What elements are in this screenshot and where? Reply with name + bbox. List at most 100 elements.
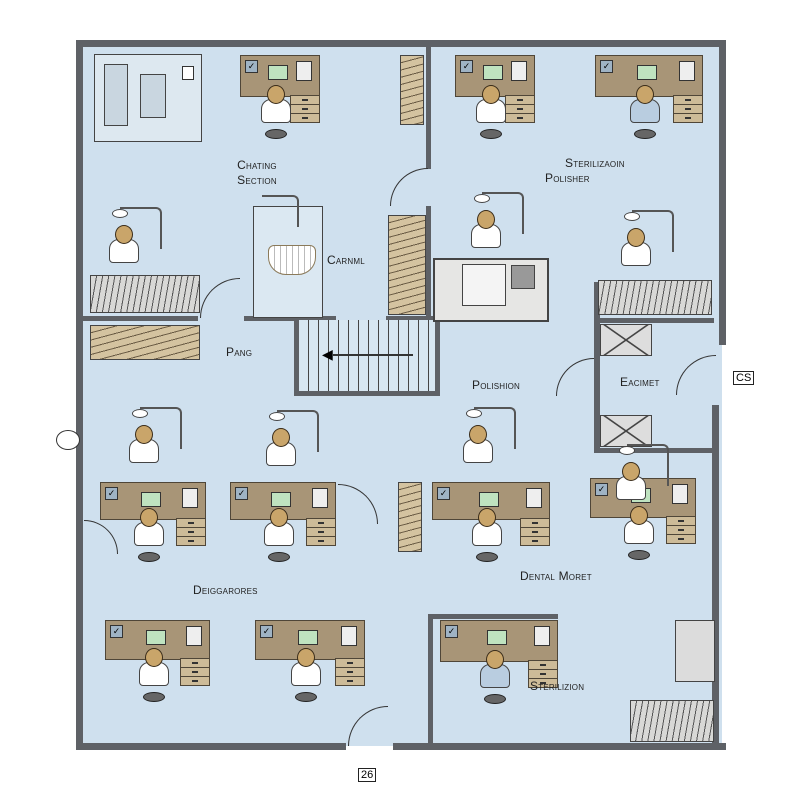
drawer-unit (520, 518, 550, 546)
checklist-icon: ✓ (595, 483, 608, 496)
technician-facing (265, 428, 296, 470)
equipment-icon (526, 488, 542, 508)
lamp-head-icon (466, 409, 482, 418)
lamp-arm-icon (120, 207, 162, 249)
monitor-icon (487, 630, 507, 645)
monitor-icon (479, 492, 499, 507)
wall-center-vertical (426, 44, 431, 169)
wall-mid-horizontal (244, 316, 336, 321)
storage-crate (600, 324, 652, 356)
checklist-icon: ✓ (245, 60, 258, 73)
label-deiggarores: Deiggarores (193, 583, 258, 597)
drawer (674, 105, 702, 114)
checklist-icon: ✓ (235, 487, 248, 500)
drawer (667, 535, 695, 544)
label-sterilizaoin: Sterilizaoin (565, 156, 625, 170)
drawer (336, 677, 364, 686)
stair-arrow-icon: ◀ (322, 346, 413, 363)
checklist-icon: ✓ (437, 487, 450, 500)
equipment-icon (312, 488, 328, 508)
label-chating-section: Chating Section (237, 158, 277, 187)
lamp-arm-icon (482, 192, 524, 234)
cabinet-mid (398, 482, 422, 552)
wall-bottom-room-left (428, 614, 433, 746)
drawer (336, 668, 364, 677)
lamp-arm-icon (627, 444, 669, 486)
wall-right-horizontal (594, 448, 714, 453)
drawer (506, 105, 534, 114)
drawer (181, 668, 209, 677)
head (270, 508, 288, 527)
drawer-unit (306, 518, 336, 546)
picture-frame-icon (182, 66, 194, 80)
label-pang: Pang (226, 345, 253, 359)
stool (476, 552, 498, 562)
lamp-arm-icon (474, 407, 516, 449)
monitor-icon (483, 65, 503, 80)
drawer-unit (335, 658, 365, 686)
drawer (529, 661, 557, 670)
technician (290, 648, 321, 690)
technician (475, 85, 506, 127)
office-cabinet (104, 64, 128, 126)
head (478, 508, 496, 527)
drawer (674, 96, 702, 105)
lamp-arm-icon (262, 195, 299, 227)
technician (623, 506, 654, 548)
denture-model-icon (268, 245, 316, 275)
drawer-unit (290, 95, 320, 123)
wall-lamp-icon (56, 430, 80, 450)
monitor-icon (141, 492, 161, 507)
technician (471, 508, 502, 550)
checklist-icon: ✓ (105, 487, 118, 500)
drawer (291, 114, 319, 123)
head (297, 648, 315, 667)
storage-crate-2 (600, 415, 652, 447)
wall-bottom-room-top (428, 614, 558, 619)
stool (138, 552, 160, 562)
technician (263, 508, 294, 550)
outer-wall-bottom (76, 743, 346, 750)
drawer (307, 519, 335, 528)
counter-east (598, 280, 712, 315)
head (144, 648, 163, 667)
technician (138, 648, 169, 690)
stool (480, 129, 502, 139)
drawer (336, 659, 364, 668)
outer-wall-right (719, 40, 726, 345)
lamp-arm-icon (277, 410, 319, 452)
cs-tag: CS (733, 371, 755, 385)
wall-right-column (594, 282, 600, 452)
drawer-unit (176, 518, 206, 546)
drawer (181, 677, 209, 686)
sterilizer-box (511, 265, 535, 289)
entrance-tag: 26 (358, 768, 377, 782)
label-polisher: Polisher (545, 171, 590, 185)
technician (479, 650, 510, 692)
head (267, 85, 285, 104)
equipment-icon (672, 484, 688, 504)
drawer (529, 679, 557, 688)
drawer-unit (528, 660, 558, 688)
drawer (521, 519, 549, 528)
counter-sterilizion (630, 700, 714, 742)
lamp-head-icon (619, 446, 635, 455)
outer-wall-right-lower (712, 405, 719, 750)
equipment-icon (186, 626, 202, 646)
drawer (506, 96, 534, 105)
drawer (291, 96, 319, 105)
wall-right-small (594, 318, 714, 323)
equipment-icon (182, 488, 198, 508)
label-polishion: Polishion (472, 378, 521, 392)
technician (629, 85, 660, 127)
checklist-icon: ✓ (260, 625, 273, 638)
stool (295, 692, 317, 702)
drawer-unit (180, 658, 210, 686)
monitor-icon (637, 65, 657, 80)
technician (133, 508, 164, 550)
outer-wall-left (76, 40, 83, 750)
drawer (667, 517, 695, 526)
stool (484, 694, 506, 704)
drawer-unit (505, 95, 535, 123)
checklist-icon: ✓ (110, 625, 123, 638)
